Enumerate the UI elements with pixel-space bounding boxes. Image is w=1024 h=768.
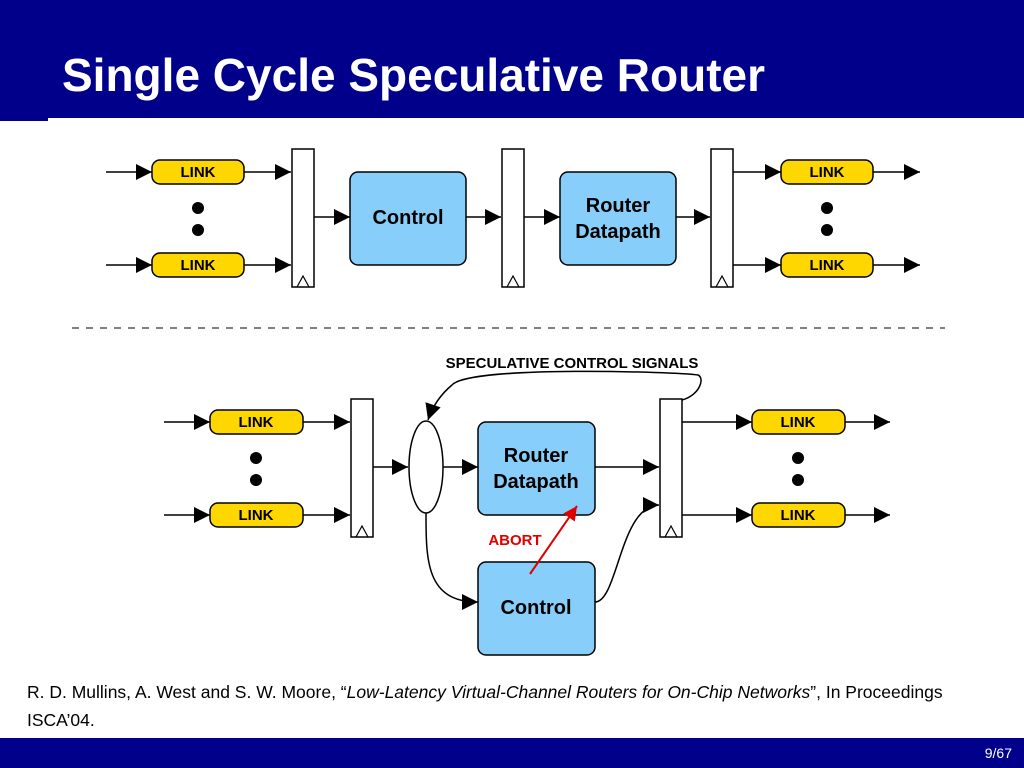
title-bar: Single Cycle Speculative Router — [0, 0, 1024, 118]
top-router-datapath-block: Router Datapath — [559, 171, 677, 266]
citation-venue: ”, In Proceedings ISCA’04. — [27, 682, 943, 730]
link-label: LINK — [810, 164, 845, 181]
page-number: 9/67 — [984, 745, 1012, 761]
abort-label: ABORT — [488, 532, 541, 549]
top-input-link-1: LINK — [151, 159, 245, 185]
citation: R. D. Mullins, A. West and S. W. Moore, … — [27, 678, 987, 734]
bottom-diagram: SPECULATIVE CONTROL SIGNALS LINK LINK Ro… — [164, 355, 890, 656]
top-output-link-1: LINK — [780, 159, 874, 185]
link-label: LINK — [781, 507, 816, 524]
ellipsis-dot — [250, 474, 262, 486]
control-label: Control — [372, 207, 443, 229]
link-label: LINK — [810, 257, 845, 274]
top-control-block: Control — [349, 171, 467, 266]
bottom-input-link-2: LINK — [209, 502, 304, 528]
bottom-output-link-2: LINK — [751, 502, 846, 528]
link-label: LINK — [181, 257, 216, 274]
bottom-pipeline-register-2 — [659, 398, 683, 538]
link-label: LINK — [239, 414, 274, 431]
link-label: LINK — [781, 414, 816, 431]
ellipsis-dot — [792, 474, 804, 486]
pipeline-register-1 — [291, 148, 315, 288]
ellipsis-dot — [192, 202, 204, 214]
bottom-control-block: Control — [477, 561, 596, 656]
top-input-link-2: LINK — [151, 252, 245, 278]
top-diagram: LINK LINK Control Router — [106, 148, 920, 288]
ellipsis-dot — [821, 202, 833, 214]
title-accent — [0, 118, 48, 121]
abort-arrow — [529, 505, 578, 575]
speculative-label: SPECULATIVE CONTROL SIGNALS — [446, 355, 699, 372]
datapath-label-line1: Router — [504, 445, 569, 467]
bottom-pipeline-register-1 — [350, 398, 374, 538]
pipeline-register-2 — [501, 148, 525, 288]
link-label: LINK — [181, 164, 216, 181]
bottom-router-datapath-block: Router Datapath — [477, 421, 596, 516]
link-label: LINK — [239, 507, 274, 524]
citation-authors: R. D. Mullins, A. West and S. W. Moore, … — [27, 682, 347, 702]
bottom-input-link-1: LINK — [209, 409, 304, 435]
ellipsis-dot — [250, 452, 262, 464]
top-output-link-2: LINK — [780, 252, 874, 278]
bottom-output-link-1: LINK — [751, 409, 846, 435]
datapath-label-line1: Router — [586, 195, 651, 217]
ellipsis-dot — [792, 452, 804, 464]
ellipsis-dot — [192, 224, 204, 236]
splitter — [408, 420, 444, 514]
datapath-label-line2: Datapath — [575, 221, 661, 243]
ellipsis-dot — [821, 224, 833, 236]
datapath-label-line2: Datapath — [493, 471, 579, 493]
footer-bar: 9/67 — [0, 738, 1024, 768]
citation-paper-title: Low-Latency Virtual-Channel Routers for … — [346, 682, 811, 702]
pipeline-register-3 — [710, 148, 734, 288]
control-label: Control — [500, 597, 571, 619]
slide-title: Single Cycle Speculative Router — [62, 49, 766, 101]
